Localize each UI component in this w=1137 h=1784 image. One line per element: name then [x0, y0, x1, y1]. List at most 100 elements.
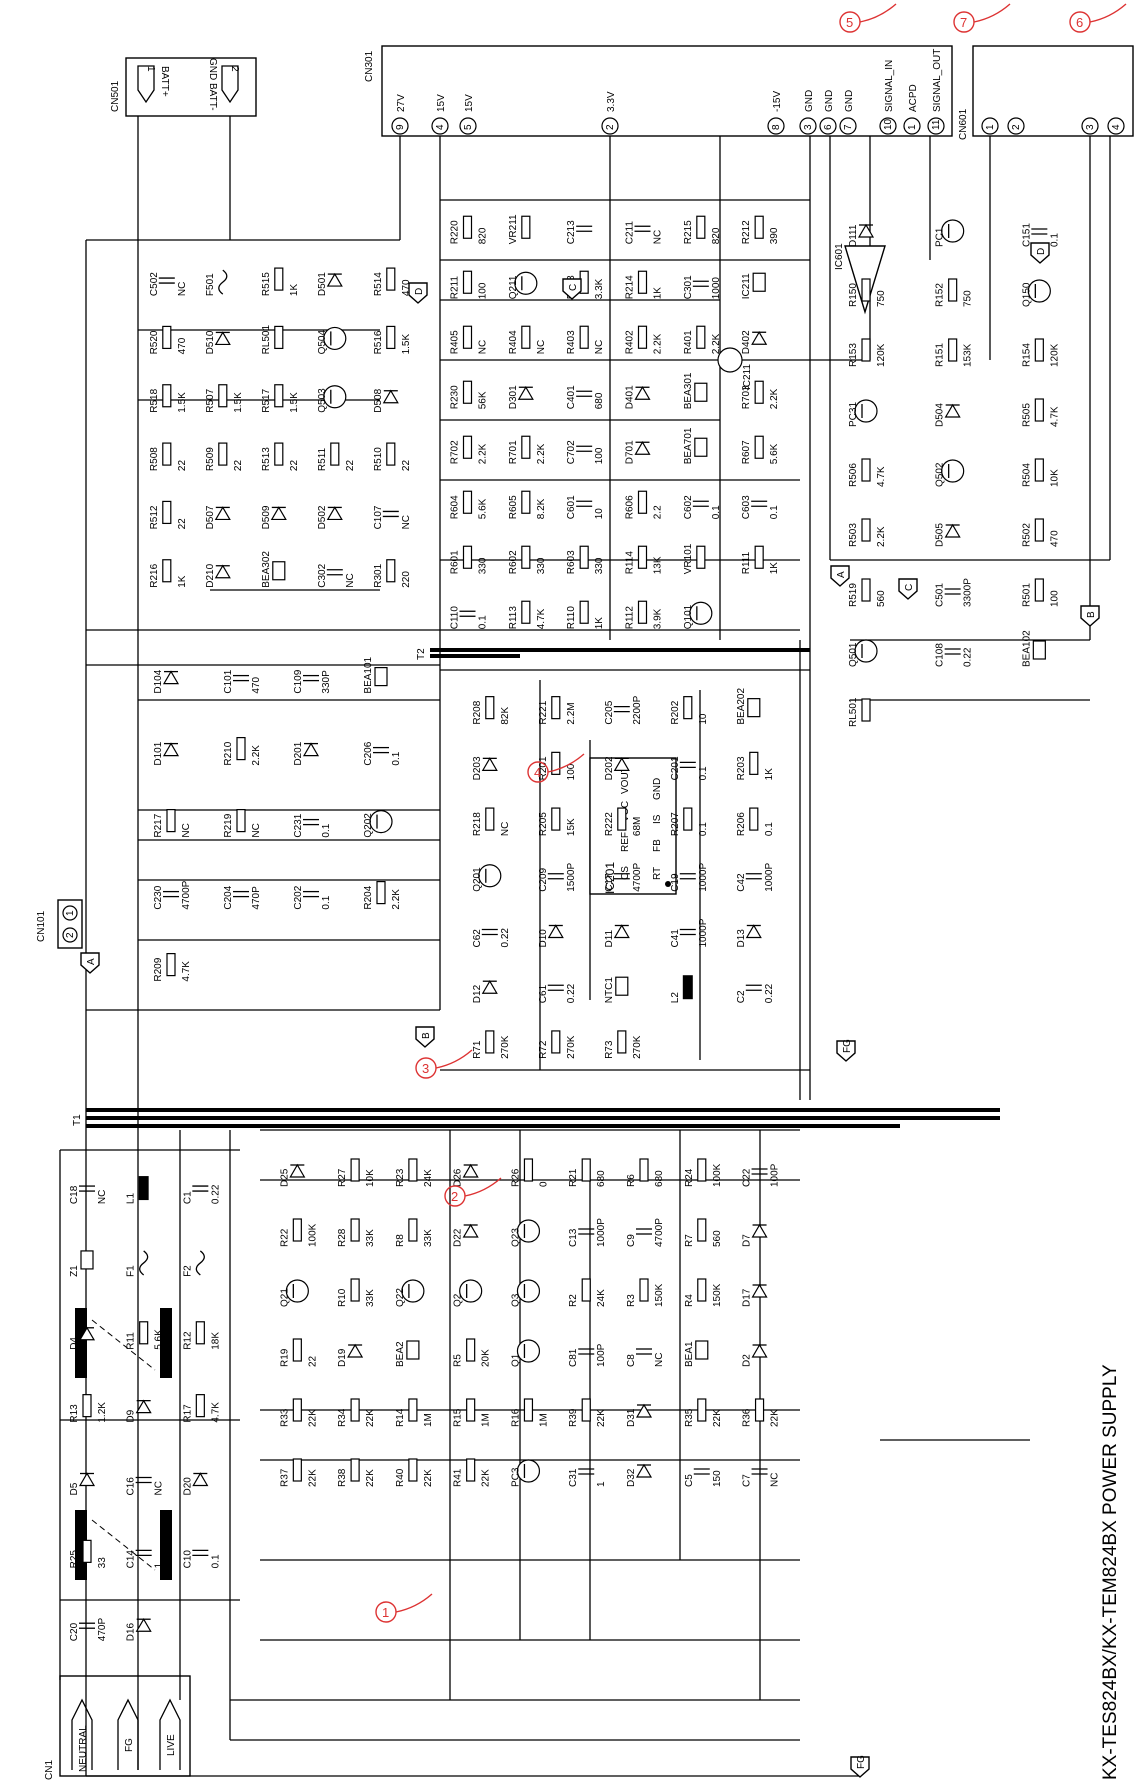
value-r603: 330: [594, 557, 605, 574]
diode-symbol: [547, 924, 564, 939]
net-tag-shape: [898, 578, 918, 600]
component-d402: D402: [741, 330, 768, 354]
resistor-symbol: [162, 325, 172, 350]
ic211-label: IC211: [742, 364, 753, 390]
net-tag-b: B: [415, 1026, 435, 1048]
component-q21: Q21: [279, 1279, 309, 1307]
value-r72: 270K: [566, 1035, 577, 1059]
value-c201: 0.1: [698, 766, 709, 780]
ref-c204: C204: [223, 885, 234, 909]
resistor-symbol: [697, 1218, 707, 1242]
value-r26: 0: [538, 1181, 549, 1187]
cn301-pin-5: [459, 117, 477, 135]
resistor-symbol: [350, 1278, 360, 1302]
ref-r607: R607: [741, 440, 752, 464]
value-c13: 1000P: [596, 1218, 607, 1247]
value-r230: 56K: [478, 391, 489, 409]
value-c108: 0.22: [963, 647, 974, 667]
value-r506: 4.7K: [876, 466, 887, 487]
ref-r403: R403: [566, 330, 577, 354]
connector-cn301: CN301: [364, 45, 953, 137]
resistor-symbol: [485, 696, 495, 720]
ref-d505: D505: [935, 523, 946, 547]
ref-bea301: BEA301: [683, 372, 694, 409]
resistor-symbol: [350, 1218, 360, 1242]
resistor-symbol: [236, 808, 246, 833]
cn301-pin-num-10: 10: [883, 118, 894, 130]
component-q201: Q201: [472, 864, 502, 892]
transistor-symbol: [285, 1279, 309, 1303]
ref-d301: D301: [508, 385, 519, 409]
cn601-pin-num-3: 3: [1085, 124, 1096, 130]
cn301-pin-num-4: 4: [435, 124, 446, 130]
ref-r510: R510: [373, 447, 384, 471]
value-c2: 0.22: [764, 983, 775, 1003]
value-r6: 680: [654, 1170, 665, 1187]
net-tag-label-fg: FG: [856, 1755, 867, 1769]
ref-c1: C1: [182, 1191, 193, 1204]
ref-r502: R502: [1021, 523, 1032, 547]
component-ntc1: NTC1: [604, 976, 629, 1003]
ref-c14: C14: [126, 1550, 137, 1569]
net-tag-shape: [836, 1040, 856, 1062]
ref-c151: C151: [1021, 223, 1032, 247]
diode-symbol: [214, 331, 231, 346]
transistor-symbol: [516, 1219, 541, 1243]
callout-arrow: [395, 1593, 433, 1613]
cn1-neutral: NEUTRAL: [78, 1725, 89, 1772]
ref-q501: Q501: [848, 642, 859, 667]
value-r25: 33: [97, 1557, 108, 1569]
ref-d210: D210: [205, 563, 216, 587]
net-tag-label-b: B: [1086, 611, 1097, 618]
diode-symbol: [481, 980, 498, 994]
resistor-symbol: [697, 1278, 707, 1302]
ref-r3: R3: [626, 1294, 637, 1307]
ref-r212: R212: [741, 220, 752, 244]
ref-r41: R41: [453, 1468, 464, 1487]
resistor-symbol: [579, 600, 589, 624]
value-r218: NC: [500, 822, 511, 836]
net-tag-label-b: B: [421, 1032, 432, 1039]
diode-symbol: [634, 386, 651, 400]
resistor-symbol: [551, 1030, 561, 1054]
ref-d509: D509: [261, 505, 272, 529]
component-d508: D508: [373, 388, 399, 413]
component-d401: D401: [625, 385, 651, 409]
ref-r504: R504: [1021, 463, 1032, 487]
value-r7: 560: [712, 1230, 723, 1247]
cn1-fg: FG: [124, 1738, 135, 1752]
value-r110: 1K: [594, 617, 605, 630]
ref-r230: R230: [450, 385, 461, 409]
ref-c101: C101: [223, 669, 234, 693]
bead-symbol: [695, 1340, 709, 1360]
value-r301: 220: [401, 571, 412, 588]
value-r221: 2.2M: [566, 702, 577, 724]
ref-r206: R206: [736, 812, 747, 836]
connector-cn101: 1 2 CN101: [36, 899, 83, 949]
ref-bea102: BEA102: [1021, 630, 1032, 667]
value-r41: 22K: [481, 1469, 492, 1487]
cn601-pin-3: [1081, 117, 1099, 135]
component-r41: R41 22K: [453, 1458, 492, 1487]
value-r202: 10: [698, 713, 709, 725]
resistor-symbol: [1034, 458, 1044, 482]
resistor-symbol: [551, 807, 561, 831]
value-r215: 820: [711, 227, 722, 244]
callout-number: 6: [1076, 15, 1083, 30]
